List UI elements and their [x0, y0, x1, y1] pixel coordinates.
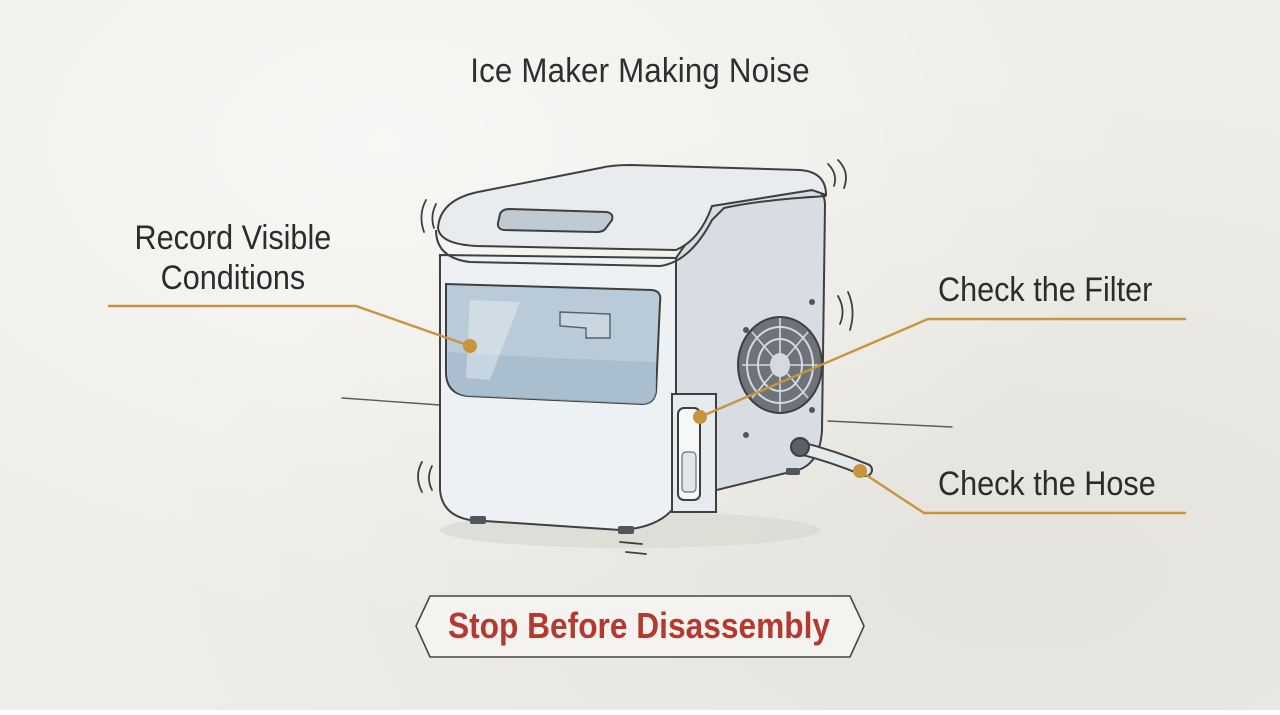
callout-record-conditions: Record Visible Conditions: [124, 218, 342, 298]
callout-check-filter: Check the Filter: [938, 271, 1153, 309]
warning-text: Stop Before Disassembly: [447, 605, 831, 646]
leader-hose: [859, 469, 1186, 515]
window-reflection: [466, 300, 520, 380]
machine-feet: [470, 468, 800, 534]
lid-front-edge: [435, 195, 827, 268]
leader-lines: [108, 304, 1186, 515]
leader-dots: [463, 339, 867, 478]
window-water: [448, 352, 656, 404]
warning-box: Stop Before Disassembly: [414, 594, 864, 658]
floor-lines: [341, 397, 953, 428]
lid-opening: [496, 207, 614, 234]
ice-basket: [559, 311, 611, 339]
callout-record-line1: Record Visible: [134, 219, 332, 257]
callout-check-hose: Check the Hose: [938, 465, 1156, 503]
vibration-marks: [417, 159, 854, 555]
fan-grille: [737, 316, 823, 414]
warning-banner: [415, 595, 865, 658]
leader-record: [108, 304, 471, 348]
side-screws: [743, 299, 815, 438]
diagram-title: Ice Maker Making Noise: [470, 52, 810, 90]
callout-record-line2: Conditions: [160, 259, 306, 297]
leader-filter: [699, 317, 1186, 419]
bottom-edge: [0, 710, 1280, 715]
